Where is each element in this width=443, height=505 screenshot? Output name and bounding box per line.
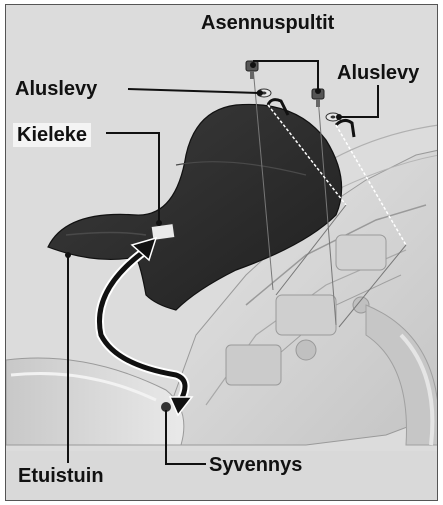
leader-washer-right [339, 85, 378, 117]
label-washer-right: Aluslevy [337, 61, 419, 85]
label-front-seat: Etuistuin [18, 464, 104, 488]
label-tab: Kieleke [13, 123, 91, 147]
leader-washer-left [128, 89, 260, 93]
label-mounting-bolts: Asennuspultit [201, 11, 334, 35]
diagram-frame: Asennuspultit Aluslevy Aluslevy Kieleke … [5, 4, 438, 501]
label-recess: Syvennys [209, 453, 302, 477]
leader-mounting-bolts [253, 61, 318, 89]
leader-tab [106, 133, 159, 223]
label-washer-left: Aluslevy [15, 77, 97, 101]
